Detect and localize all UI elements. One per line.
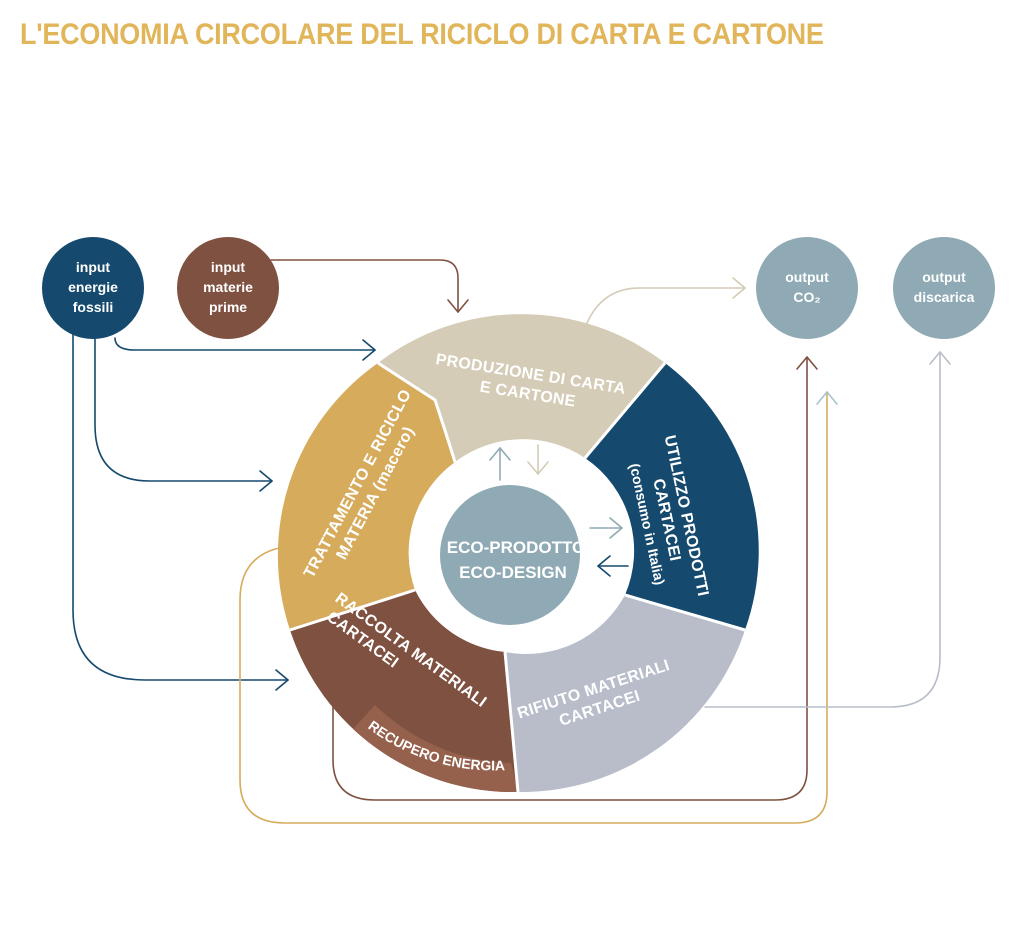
arrowhead-production-co2 bbox=[732, 277, 746, 299]
flow-energy-to-production bbox=[114, 337, 376, 351]
arrowhead-collection-co2 bbox=[796, 356, 818, 370]
center-arrows bbox=[489, 444, 629, 577]
center-eco-design: ECO-PRODOTTO ECO-DESIGN bbox=[440, 485, 585, 625]
node-output-discarica: output discarica bbox=[893, 237, 995, 339]
node-output-co2: output CO₂ bbox=[756, 237, 858, 339]
segment-raccolta bbox=[290, 590, 518, 793]
node-energie-line-2: energie bbox=[68, 279, 118, 295]
flow-energy-to-treatment bbox=[94, 335, 273, 482]
flow-energy-to-collection bbox=[72, 329, 289, 681]
arrowhead-raw-materials bbox=[447, 299, 469, 313]
segment-produzione bbox=[378, 314, 665, 462]
center-label-1: ECO-PRODOTTO bbox=[447, 538, 586, 557]
arrowhead-energy-production bbox=[362, 339, 376, 361]
segment-separators bbox=[289, 361, 746, 793]
segment-trattamento bbox=[277, 363, 455, 630]
arrowhead-energy-collection bbox=[275, 669, 289, 691]
page-title: L'ECONOMIA CIRCOLARE DEL RICICLO DI CART… bbox=[20, 18, 824, 51]
node-materie-line-3: prime bbox=[209, 299, 247, 315]
flow-lines bbox=[72, 259, 951, 824]
flow-waste-to-landfill bbox=[704, 351, 941, 708]
node-energie-line-1: input bbox=[76, 259, 111, 275]
flow-treatment-to-co2 bbox=[239, 391, 828, 824]
node-co2-line-1: output bbox=[785, 269, 829, 285]
flow-raw-materials-to-production bbox=[270, 259, 459, 313]
flow-collection-to-co2 bbox=[332, 356, 808, 801]
node-discarica-line-1: output bbox=[922, 269, 966, 285]
arrowhead-waste-landfill bbox=[929, 351, 951, 365]
segment-utilizzo bbox=[585, 363, 759, 630]
arrowhead-treatment-co2 bbox=[816, 391, 838, 405]
segment-rifiuto bbox=[505, 595, 745, 793]
node-input-energie-fossili: input energie fossili bbox=[42, 237, 144, 339]
node-materie-line-2: materie bbox=[203, 279, 253, 295]
node-energie-line-3: fossili bbox=[73, 299, 113, 315]
arrowhead-energy-treatment bbox=[259, 470, 273, 492]
center-label-2: ECO-DESIGN bbox=[459, 563, 567, 582]
segment-recupero-energia bbox=[353, 705, 518, 793]
circular-ring bbox=[277, 314, 759, 793]
flow-production-to-co2 bbox=[584, 287, 746, 329]
node-discarica-line-2: discarica bbox=[914, 289, 975, 305]
node-input-materie-prime: input materie prime bbox=[177, 237, 279, 339]
node-co2-line-2: CO₂ bbox=[793, 289, 820, 305]
node-materie-line-1: input bbox=[211, 259, 246, 275]
